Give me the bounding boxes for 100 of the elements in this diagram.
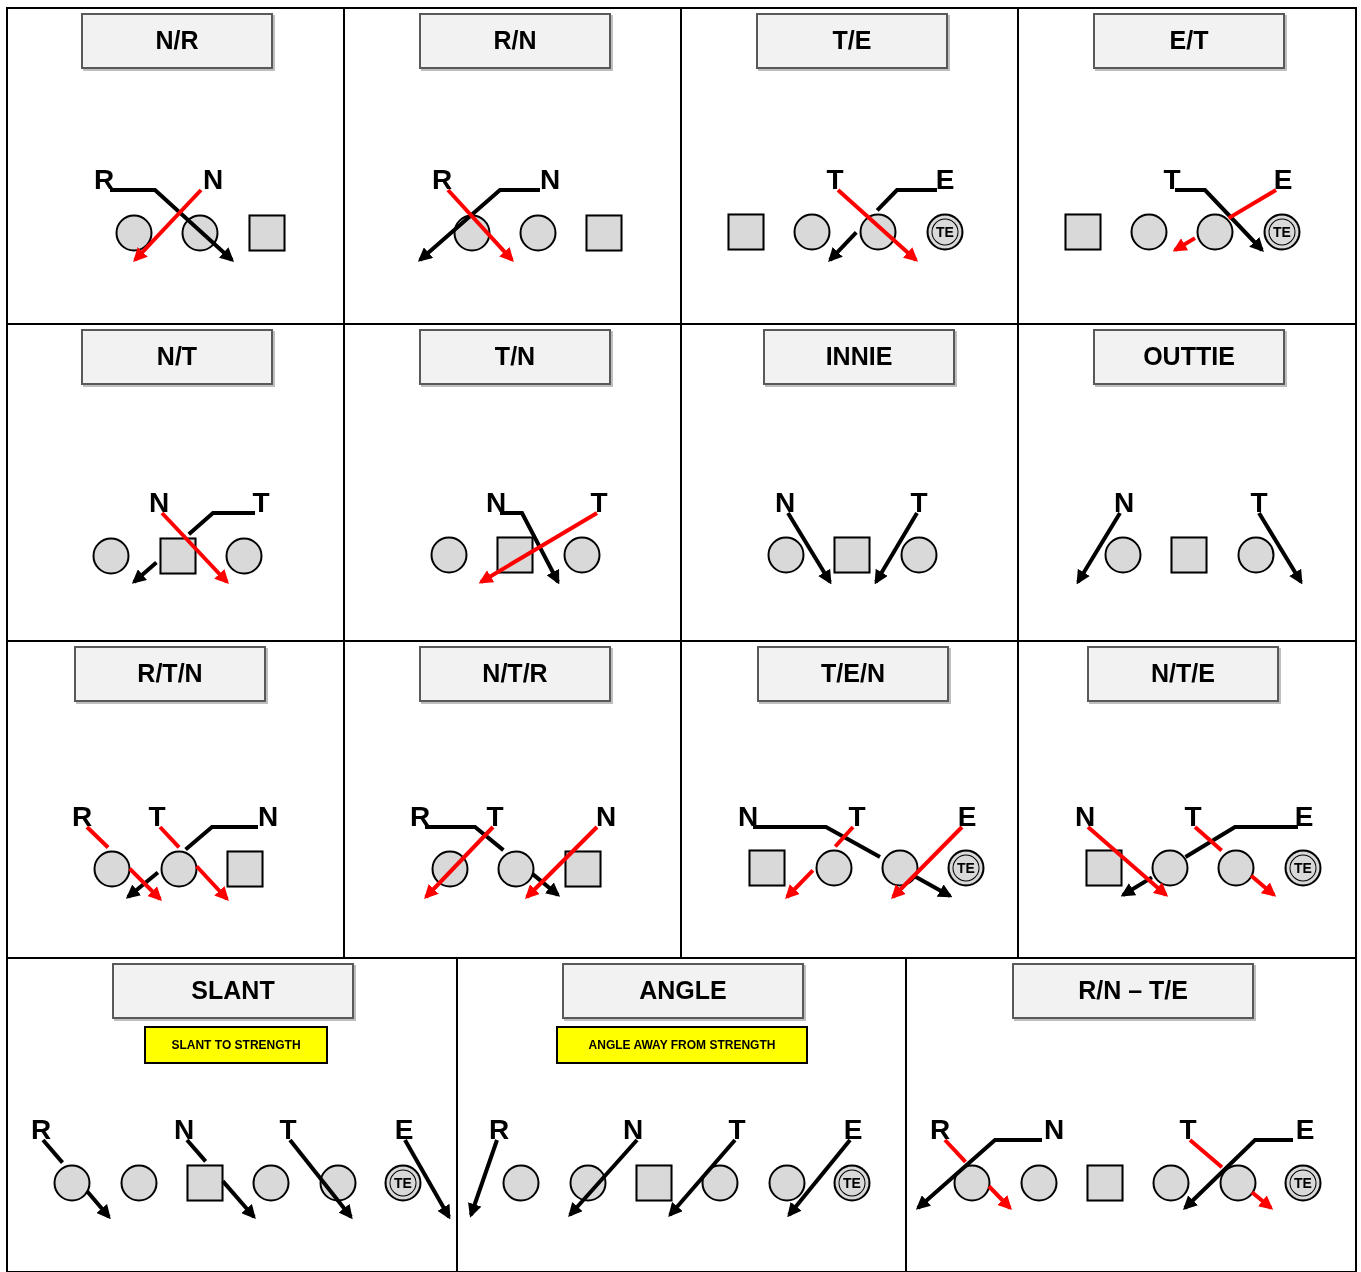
note-box: SLANT TO STRENGTH <box>144 1026 328 1064</box>
stunt-arrow <box>1257 511 1303 585</box>
stunt-name-box: T/E <box>756 13 948 69</box>
stunt-arrow <box>1175 188 1264 253</box>
stunt-arrow <box>446 188 514 263</box>
stunt-arrow <box>913 874 953 898</box>
position-letter: N <box>539 166 561 194</box>
stunt-arrow <box>1249 874 1277 897</box>
stunt-arrow <box>424 825 495 899</box>
center-square <box>226 850 264 888</box>
position-letter: T <box>252 489 270 517</box>
position-letter: E <box>1295 1116 1315 1144</box>
stunt-arrow <box>836 188 919 262</box>
stunt-name-box: R/N <box>419 13 611 69</box>
stunt-name-box: SLANT <box>112 963 354 1019</box>
position-letter: E <box>1294 803 1314 831</box>
center-square <box>1085 849 1123 887</box>
center-square <box>564 850 602 888</box>
position-letter: T <box>910 489 928 517</box>
stunt-arrow <box>568 1138 639 1218</box>
stunt-name-box: OUTTIE <box>1093 329 1285 385</box>
position-letter: T <box>590 489 608 517</box>
play-panel <box>6 7 345 325</box>
note-box: ANGLE AWAY FROM STRENGTH <box>556 1026 808 1064</box>
position-letter: T <box>826 166 844 194</box>
stunt-arrow <box>891 825 964 899</box>
position-letter: N <box>485 489 507 517</box>
stunt-arrow <box>110 188 235 262</box>
position-letter: T <box>1250 489 1268 517</box>
stunt-arrow <box>1086 825 1169 897</box>
center-square <box>248 214 286 252</box>
stunt-arrow <box>1172 236 1196 252</box>
position-letter: N <box>173 1116 195 1144</box>
position-letter: T <box>1163 166 1181 194</box>
stunt-arrow <box>787 1138 852 1218</box>
play-panel <box>1017 7 1357 325</box>
stunt-arrow <box>160 511 229 585</box>
stunt-name-box: N/T/E <box>1087 646 1279 702</box>
position-letter: R <box>409 803 431 831</box>
stunt-name-box: R/N – T/E <box>1012 963 1254 1019</box>
stunt-name-box: N/T/R <box>419 646 611 702</box>
center-square <box>635 1164 673 1202</box>
position-letter: R <box>30 1116 52 1144</box>
position-letter: N <box>1074 803 1096 831</box>
stunt-name-box: ANGLE <box>562 963 804 1019</box>
center-square <box>833 536 871 574</box>
stunt-arrow <box>1120 875 1154 897</box>
stunt-arrow <box>1183 1138 1293 1210</box>
stunt-name-box: INNIE <box>763 329 955 385</box>
position-letter: T <box>1184 803 1202 831</box>
position-letter: R <box>71 803 93 831</box>
position-letter: T <box>148 803 166 831</box>
stunt-arrow <box>195 864 229 902</box>
position-letter: T <box>279 1116 297 1144</box>
position-letter: N <box>257 803 279 831</box>
position-letter: T <box>728 1116 746 1144</box>
stunt-arrow <box>785 869 815 899</box>
stunt-arrow <box>288 1138 353 1220</box>
play-panel <box>905 957 1357 1272</box>
position-letter: R <box>93 166 115 194</box>
stunt-arrow <box>85 1189 111 1220</box>
position-letter: E <box>957 803 977 831</box>
stunt-arrow <box>403 1139 451 1220</box>
stunt-arrow <box>133 188 203 263</box>
position-letter: N <box>1043 1116 1065 1144</box>
stunt-arrow <box>786 511 832 585</box>
play-panel <box>6 957 458 1272</box>
stunt-arrow <box>1076 511 1122 585</box>
stunt-arrow <box>525 825 599 899</box>
stunt-name-box: N/R <box>81 13 273 69</box>
stunt-arrow <box>531 872 561 897</box>
stunt-name-box: E/T <box>1093 13 1285 69</box>
position-letter: E <box>935 166 955 194</box>
position-letter: N <box>148 489 170 517</box>
position-letter: R <box>431 166 453 194</box>
stunt-arrow <box>915 1138 1042 1210</box>
stunt-arrow <box>221 1179 256 1220</box>
stunt-arrow <box>417 188 540 262</box>
stunt-name-box: N/T <box>81 329 273 385</box>
position-letter: E <box>1273 166 1293 194</box>
position-letter: T <box>1179 1116 1197 1144</box>
center-square <box>1086 1164 1124 1202</box>
stunt-arrow <box>828 230 858 263</box>
stunt-name-box: T/N <box>419 329 611 385</box>
position-letter: T <box>486 803 504 831</box>
stunt-arrow <box>131 561 158 584</box>
position-letter: N <box>1113 489 1135 517</box>
stunt-name-box: T/E/N <box>757 646 949 702</box>
position-letter: R <box>929 1116 951 1144</box>
center-square <box>585 214 623 252</box>
position-letter: N <box>737 803 759 831</box>
stunt-arrow <box>987 1184 1012 1210</box>
position-letter: N <box>202 166 224 194</box>
center-square <box>159 537 197 575</box>
position-letter: N <box>774 489 796 517</box>
position-letter: E <box>394 1116 414 1144</box>
center-square <box>1064 213 1102 251</box>
stunt-arrow <box>1250 1190 1274 1210</box>
position-letter: N <box>595 803 617 831</box>
position-letter: R <box>488 1116 510 1144</box>
